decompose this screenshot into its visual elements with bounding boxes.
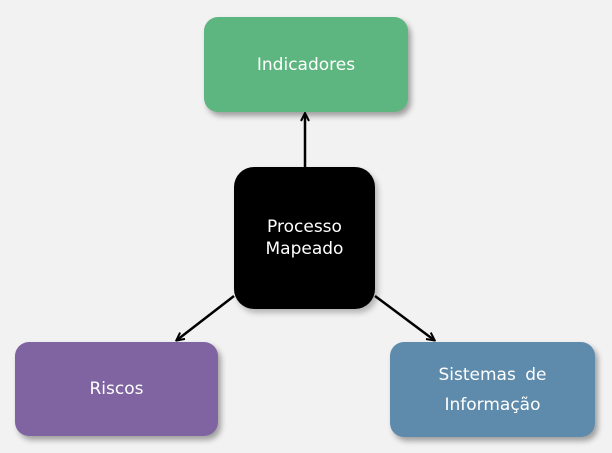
node-riscos-label: Riscos [89, 379, 144, 399]
node-indicadores: Indicadores [204, 17, 408, 112]
node-processo-mapeado-line-2: Mapeado [265, 239, 344, 259]
node-riscos: Riscos [15, 342, 218, 436]
node-sistemas-de-informacao: Sistemas de Informação [390, 342, 595, 437]
arrow-to-sistemas-de-informacao [374, 294, 434, 340]
node-indicadores-label: Indicadores [256, 54, 356, 75]
node-sistemas-de-informacao-line-1: Sistemas de [438, 364, 547, 385]
node-processo-mapeado-line-1: Processo [267, 217, 342, 237]
node-processo-mapeado: Processo Mapeado [234, 167, 375, 309]
node-sistemas-de-informacao-line-2: Informação [444, 394, 541, 415]
arrow-to-riscos [177, 295, 235, 340]
